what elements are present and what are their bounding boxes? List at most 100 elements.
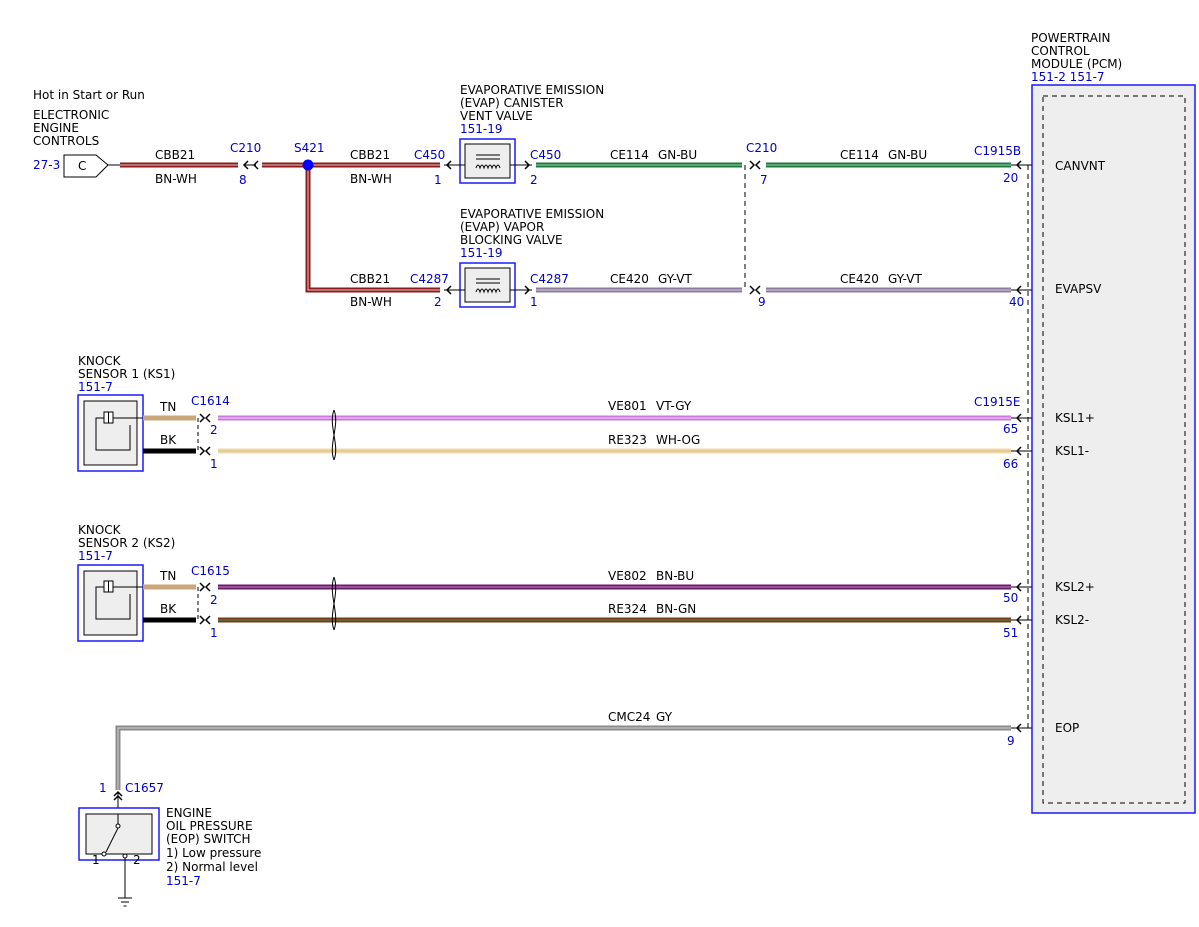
- c1657-label: C1657: [125, 781, 164, 795]
- c1614-label: C1614: [191, 394, 230, 408]
- ce420-circuit-1: CE420: [610, 272, 649, 286]
- c450-b-label: C450: [530, 148, 561, 162]
- cbb21-color-3: BN-WH: [350, 295, 392, 309]
- vent-valve-title-1: EVAPORATIVE EMISSION: [460, 83, 604, 97]
- ce114-color-1: GN-BU: [658, 148, 697, 162]
- c450-a-label: C450: [414, 148, 445, 162]
- blocking-valve: EVAPORATIVE EMISSION (EVAP) VAPOR BLOCKI…: [410, 207, 604, 309]
- ce420-color-2: GY-VT: [888, 272, 922, 286]
- blocking-valve-title-3: BLOCKING VALVE: [460, 233, 563, 247]
- cmc24-circuit: CMC24: [608, 710, 650, 724]
- re324-circuit: RE324: [608, 602, 647, 616]
- ks2-ref[interactable]: 151-7: [78, 549, 113, 563]
- c1915b-label: C1915B: [974, 144, 1021, 158]
- c450-b-pin: 2: [530, 173, 538, 187]
- eop-ref[interactable]: 151-7: [166, 874, 201, 888]
- connector-c1614: C1614 2 1: [191, 394, 230, 471]
- c4287-a-label: C4287: [410, 272, 449, 286]
- ve801-circuit: VE801: [608, 399, 647, 413]
- pcm-pin-canvnt: CANVNT: [1055, 159, 1106, 173]
- source-connector-letter: C: [78, 159, 86, 173]
- wire-cbb21: CBB21 BN-WH CBB21 BN-WH CBB21 BN-WH: [120, 148, 440, 309]
- vent-valve-ref[interactable]: 151-19: [460, 122, 503, 136]
- ks2-title-1: KNOCK: [78, 523, 122, 537]
- pcm-pin-ksl1p: KSL1+: [1055, 411, 1095, 425]
- pcm-refs[interactable]: 151-2 151-7: [1031, 70, 1105, 84]
- eop-title-4: 1) Low pressure: [166, 846, 261, 860]
- twisted-pair-icon: [331, 576, 337, 631]
- c1915b-pin: 20: [1003, 171, 1018, 185]
- twisted-pair-icon: [331, 409, 337, 461]
- blocking-valve-title-1: EVAPORATIVE EMISSION: [460, 207, 604, 221]
- wire-re324: RE324 BN-GN: [218, 602, 1011, 623]
- cbb21-color-1: BN-WH: [155, 172, 197, 186]
- c210-pin: 8: [239, 173, 247, 187]
- blocking-valve-title-2: (EVAP) VAPOR: [460, 220, 544, 234]
- ks1-title-1: KNOCK: [78, 354, 122, 368]
- c1915e-pin-b: 66: [1003, 457, 1018, 471]
- pcm-pin-ksl2m: KSL2-: [1055, 613, 1089, 627]
- eop-title-3: (EOP) SWITCH: [166, 832, 251, 846]
- solenoid-icon: [475, 278, 501, 294]
- ce420-color-1: GY-VT: [658, 272, 692, 286]
- ks2-tn-label: TN: [159, 569, 176, 583]
- c1615-label: C1615: [191, 564, 230, 578]
- connector-c1615: C1615 2 1: [191, 564, 230, 640]
- solenoid-icon: [475, 154, 501, 170]
- vent-valve-title-3: VENT VALVE: [460, 109, 533, 123]
- eop-contact-1: 1: [92, 853, 100, 867]
- ks1-tn-label: TN: [159, 400, 176, 414]
- c1614-pin-b: 1: [210, 457, 218, 471]
- eop-title-1: ENGINE: [166, 806, 212, 820]
- c450-a-pin: 1: [434, 173, 442, 187]
- connector-c210-source: C210 8: [230, 141, 261, 187]
- c4287-a-pin: 2: [434, 295, 442, 309]
- pressure-switch-icon: [101, 814, 128, 898]
- eop-pcm-pin: 9: [1007, 734, 1015, 748]
- source-block: Hot in Start or Run ELECTRONIC ENGINE CO…: [33, 88, 145, 178]
- c210-b-pin2: 9: [758, 295, 766, 309]
- c4287-b-pin: 1: [530, 295, 538, 309]
- eop-contact-2: 2: [133, 853, 141, 867]
- re324-color: BN-GN: [656, 602, 696, 616]
- wire-ce420: CE420 GY-VT CE420 GY-VT: [536, 272, 1011, 293]
- ve802-circuit: VE802: [608, 569, 647, 583]
- wire-re323: RE323 WH-OG: [218, 433, 1011, 454]
- c1615-pin-a: 2: [210, 593, 218, 607]
- c1915b-pin2: 40: [1009, 295, 1024, 309]
- source-connector-icon: [63, 154, 109, 178]
- c1915-ks2-pin-b: 51: [1003, 626, 1018, 640]
- ks1-title-2: SENSOR 1 (KS1): [78, 367, 175, 381]
- ks1-ref[interactable]: 151-7: [78, 380, 113, 394]
- c1915e-pin-a: 65: [1003, 422, 1018, 436]
- ks1-bk-label: BK: [160, 433, 177, 447]
- piezo-sensor-icon: [95, 580, 145, 620]
- source-ref[interactable]: 27-3: [33, 158, 60, 172]
- cbb21-circuit-1: CBB21: [155, 148, 195, 162]
- ks2-bk-label: BK: [160, 602, 177, 616]
- vent-valve: EVAPORATIVE EMISSION (EVAP) CANISTER VEN…: [414, 83, 604, 187]
- connector-c1915b: C1915B 20 40: [974, 144, 1032, 309]
- cbb21-circuit-2: CBB21: [350, 148, 390, 162]
- c210-b-label: C210: [746, 141, 777, 155]
- wire-ve802: VE802 BN-BU: [218, 569, 1011, 590]
- cbb21-color-2: BN-WH: [350, 172, 392, 186]
- blocking-valve-ref[interactable]: 151-19: [460, 246, 503, 260]
- ve801-color: VT-GY: [656, 399, 692, 413]
- ce114-color-2: GN-BU: [888, 148, 927, 162]
- wire-ce114: CE114 GN-BU CE114 GN-BU: [536, 148, 1011, 168]
- c1615-pin-b: 1: [210, 626, 218, 640]
- connector-c1915e: C1915E 65 66: [974, 395, 1032, 471]
- re323-circuit: RE323: [608, 433, 647, 447]
- pcm-title-3: MODULE (PCM): [1031, 57, 1122, 71]
- c210-label: C210: [230, 141, 261, 155]
- piezo-sensor-icon: [95, 411, 145, 451]
- cbb21-circuit-3: CBB21: [350, 272, 390, 286]
- wire-ve801: VE801 VT-GY: [218, 399, 1011, 421]
- ce114-circuit-2: CE114: [840, 148, 879, 162]
- eop-title-2: OIL PRESSURE: [166, 819, 253, 833]
- s421-label: S421: [294, 141, 325, 155]
- vent-valve-title-2: (EVAP) CANISTER: [460, 96, 564, 110]
- connector-c1915-ks2: 50 51: [1003, 582, 1032, 640]
